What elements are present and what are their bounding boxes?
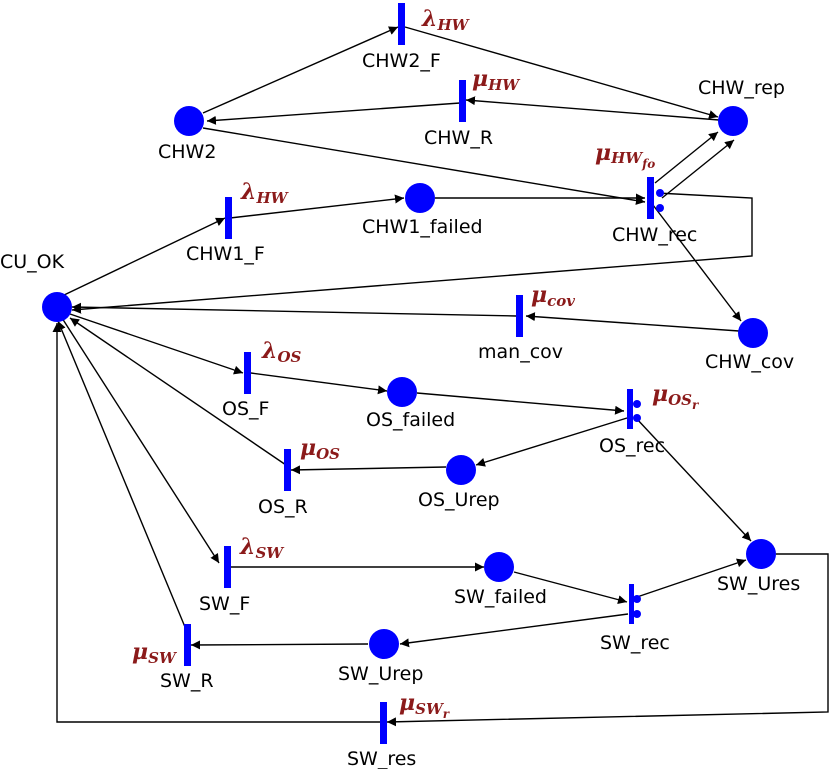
arc-chwrec-to-chwrep-2 — [661, 139, 735, 199]
place-sw-ures — [746, 539, 776, 569]
place-label-chw-rep: CHW_rep — [698, 77, 785, 99]
transition-os-rec — [627, 389, 633, 429]
transition-label-sw-rec: SW_rec — [600, 632, 670, 654]
transition-labels: CHW2_F CHW_R CHW1_F CHW_rec man_cov OS_F… — [160, 50, 697, 769]
transition-os-r — [284, 449, 291, 491]
arc-swurep-to-swr — [190, 640, 369, 650]
place-os-failed — [387, 377, 417, 407]
place-label-os-failed: OS_failed — [366, 409, 455, 431]
arc-mancov-to-cuok — [71, 302, 517, 317]
arc-osrec-to-osurep — [475, 417, 628, 467]
transition-label-os-rec: OS_rec — [599, 435, 665, 457]
place-labels: CU_OK CHW2 CHW_rep CHW1_failed CHW_cov O… — [0, 77, 800, 685]
arc-osr-to-cuok — [69, 317, 287, 466]
rate-labels: λHW μHW λHW μHWfo μcov λOS μOSr μOS λSW … — [132, 6, 700, 721]
arc-chw2-to-chwrec — [202, 127, 646, 205]
arc-swr-to-cuok — [57, 320, 186, 628]
place-sw-failed — [484, 552, 514, 582]
place-sw-urep — [369, 629, 399, 659]
rate-label-os-r: μOS — [300, 435, 340, 463]
rate-label-sw-res: μSWr — [399, 690, 451, 721]
transition-label-sw-r: SW_R — [160, 670, 214, 692]
arcs — [52, 26, 829, 727]
place-chw1-failed — [405, 183, 435, 213]
transition-label-man-cov: man_cov — [478, 341, 563, 363]
places — [42, 106, 776, 659]
rate-label-chw-rec: μHWfo — [595, 140, 655, 171]
transition-sw-rec — [629, 584, 634, 624]
arc-cuok-to-swf — [61, 317, 220, 564]
place-label-os-urep: OS_Urep — [418, 489, 500, 511]
arc-swures-to-swres — [386, 553, 829, 727]
transition-label-os-f: OS_F — [222, 398, 269, 420]
rate-label-sw-f: λSW — [239, 534, 285, 562]
inhibitor-dot — [633, 595, 641, 603]
rate-label-chw-r: μHW — [472, 66, 521, 94]
arc-swfailed-to-swrec — [513, 571, 628, 605]
rate-label-chw2-f: λHW — [421, 6, 471, 34]
inhibitor-dot — [633, 610, 641, 618]
transition-chw-rec — [647, 177, 654, 219]
arc-chwcov-to-mancov — [525, 312, 740, 332]
inhibitor-dot — [656, 189, 664, 197]
rate-label-os-f: λOS — [261, 338, 302, 366]
place-label-chw-cov: CHW_cov — [705, 351, 794, 373]
transition-chw2-f — [398, 3, 405, 45]
transition-label-os-r: OS_R — [258, 496, 308, 518]
place-label-sw-failed: SW_failed — [454, 586, 547, 608]
transition-sw-r — [184, 624, 191, 666]
arc-swrec-to-swurep — [399, 613, 629, 648]
arc-osurep-to-osr — [290, 465, 447, 475]
place-label-cu-ok: CU_OK — [0, 251, 65, 273]
transitions — [184, 3, 654, 744]
place-cu-ok — [42, 292, 72, 322]
arc-chwrec-to-cuok — [71, 192, 753, 314]
transition-label-sw-f: SW_F — [199, 593, 250, 615]
transition-sw-f — [224, 546, 231, 588]
place-label-chw2: CHW2 — [158, 141, 216, 163]
rate-label-sw-r: μSW — [132, 639, 178, 667]
rate-label-man-cov: μcov — [531, 282, 575, 310]
arc-swres-to-cuok — [52, 323, 380, 723]
place-os-urep — [446, 455, 476, 485]
arc-chwr-to-chw2 — [206, 102, 461, 125]
rate-label-chw1-f: λHW — [240, 179, 290, 207]
arc-chw1f-to-chw1failed — [229, 194, 405, 219]
inhibitor-dots — [633, 189, 664, 618]
rate-label-os-rec: μOSr — [652, 381, 700, 412]
place-chw2 — [174, 106, 204, 136]
arc-cuok-to-osf — [69, 313, 244, 375]
transition-label-chw1-f: CHW1_F — [186, 243, 265, 265]
transition-sw-res — [380, 702, 387, 744]
transition-man-cov — [516, 295, 523, 337]
inhibitor-dot — [633, 400, 641, 408]
arc-swrec-to-swures — [636, 558, 747, 598]
transition-label-sw-res: SW_res — [347, 748, 416, 769]
transition-label-chw-rec: CHW_rec — [612, 224, 697, 246]
arc-osf-to-osfailed — [250, 372, 388, 395]
transition-label-chw2-f: CHW2_F — [362, 50, 441, 72]
place-label-chw1-failed: CHW1_failed — [362, 216, 483, 238]
arc-chwrec-to-chwrep-1 — [654, 131, 719, 184]
arc-osfailed-to-osrec — [416, 392, 625, 415]
arc-chwrec-to-chwcov — [652, 204, 742, 322]
place-label-sw-ures: SW_Ures — [717, 573, 800, 595]
transition-os-f — [244, 352, 251, 394]
arc-cuok-to-chw1f — [61, 217, 226, 297]
transition-label-chw-r: CHW_R — [424, 127, 493, 149]
arc-chw2f-to-chwrep — [404, 26, 719, 119]
place-label-sw-urep: SW_Urep — [338, 663, 423, 685]
place-chw-rep — [718, 106, 748, 136]
arc-osrec-to-swures — [635, 417, 752, 542]
inhibitor-dot — [633, 414, 641, 422]
arc-chwrep-to-chwr — [465, 96, 720, 121]
arc-chw2-to-chw2f — [202, 26, 399, 114]
place-chw-cov — [738, 318, 768, 348]
transition-chw-r — [459, 80, 466, 122]
transition-chw1-f — [225, 197, 232, 239]
inhibitor-dot — [656, 204, 664, 212]
